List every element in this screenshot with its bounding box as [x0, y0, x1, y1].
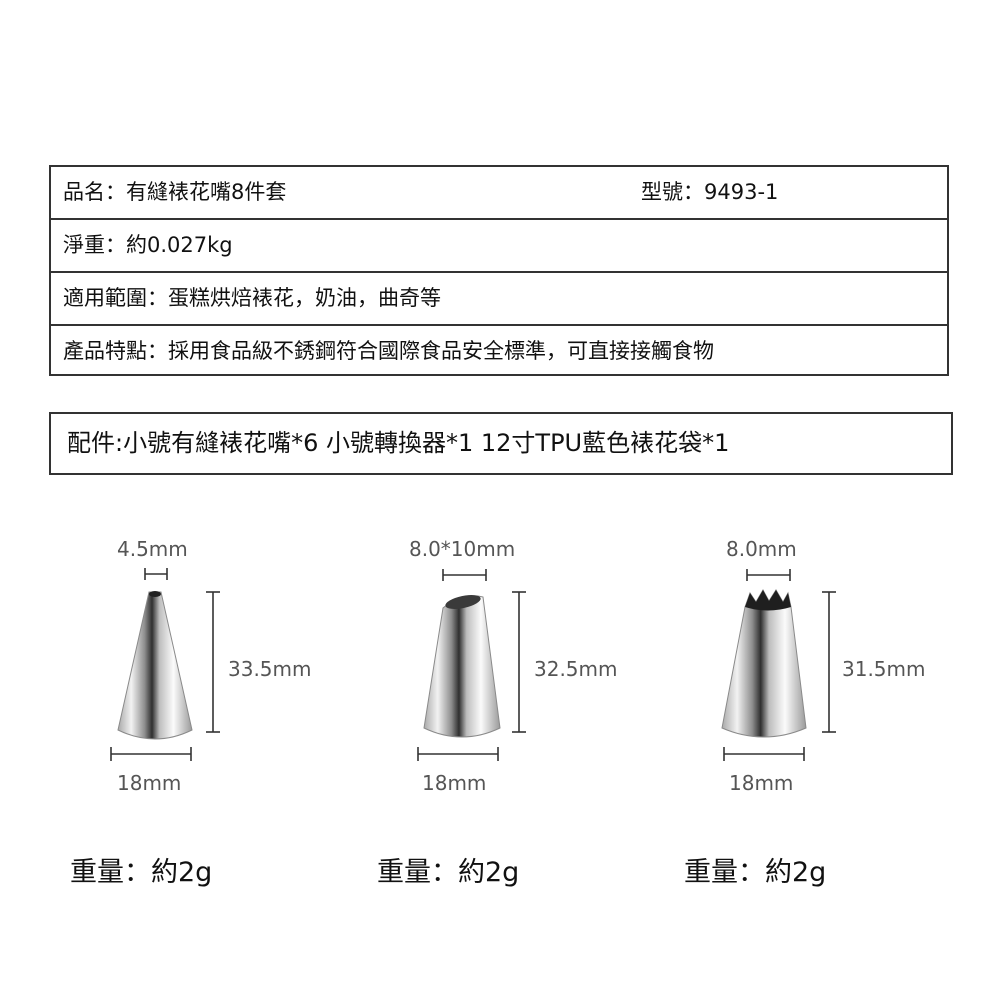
tip-2-height: 32.5mm [534, 657, 618, 681]
tip-1-dimensions [110, 568, 220, 761]
tip-2-opening: 8.0*10mm [409, 537, 516, 561]
spec-row-usage: 適用範圍：蛋糕烘焙裱花，奶油，曲奇等 [51, 271, 947, 324]
tip-3-weight: 重量：約2g [684, 857, 827, 888]
spec-row-name: 品名：有縫裱花嘴8件套 型號：9493-1 [51, 167, 947, 220]
tip-2-weight: 重量：約2g [377, 857, 520, 888]
spec-row-features: 產品特點：採用食品級不銹鋼符合國際食品安全標準，可直接接觸食物 [51, 324, 947, 377]
tip-3-height: 31.5mm [842, 657, 926, 681]
accessories-box: 配件:小號有縫裱花嘴*6 小號轉換器*1 12寸TPU藍色裱花袋*1 [49, 412, 953, 475]
star-tip-icon [721, 588, 807, 738]
tip-1-weight: 重量：約2g [70, 857, 213, 888]
net-weight: 淨重：約0.027kg [63, 233, 233, 257]
tip-3-opening: 8.0mm [726, 537, 797, 561]
spec-row-weight: 淨重：約0.027kg [51, 218, 947, 271]
slanted-tip-icon [423, 595, 501, 738]
accessories-text: 配件:小號有縫裱花嘴*6 小號轉換器*1 12寸TPU藍色裱花袋*1 [67, 429, 730, 457]
tip-1-opening: 4.5mm [117, 537, 188, 561]
tip-2-base: 18mm [422, 771, 487, 795]
product-name: 品名：有縫裱花嘴8件套 [63, 180, 287, 204]
tip-1-height: 33.5mm [228, 657, 312, 681]
tip-3-base: 18mm [729, 771, 794, 795]
usage-scope: 適用範圍：蛋糕烘焙裱花，奶油，曲奇等 [63, 286, 441, 310]
tip-1-base: 18mm [117, 771, 182, 795]
tip-3-dimensions [723, 569, 836, 761]
model-number: 型號：9493-1 [641, 180, 779, 204]
round-tip-icon [117, 591, 193, 740]
product-features: 產品特點：採用食品級不銹鋼符合國際食品安全標準，可直接接觸食物 [63, 339, 714, 363]
spec-table: 品名：有縫裱花嘴8件套 型號：9493-1 淨重：約0.027kg 適用範圍：蛋… [49, 165, 949, 376]
tip-2-dimensions [417, 569, 526, 761]
